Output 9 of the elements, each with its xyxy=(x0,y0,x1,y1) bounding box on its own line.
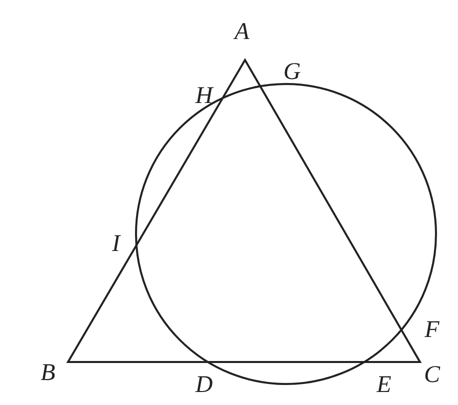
point-label: I xyxy=(112,232,120,256)
point-label: B xyxy=(40,361,56,385)
point-label: C xyxy=(424,363,440,387)
point-label: H xyxy=(195,84,213,108)
point-label: G xyxy=(283,60,301,84)
point-label: D xyxy=(195,373,213,397)
point-label: E xyxy=(376,373,392,397)
point-label: F xyxy=(424,318,440,342)
point-label: A xyxy=(234,20,250,44)
